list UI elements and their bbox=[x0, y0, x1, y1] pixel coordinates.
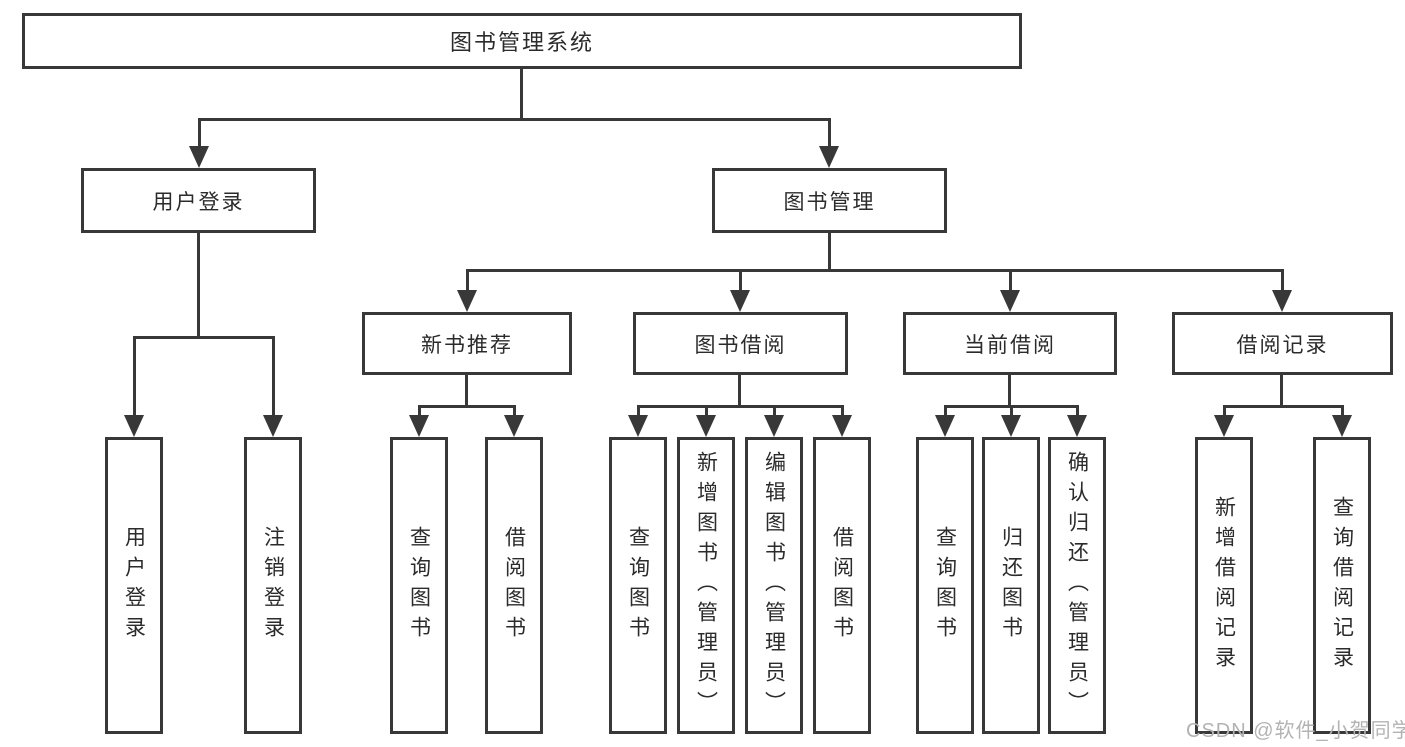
node-borrow-records: 借阅记录 bbox=[1172, 312, 1393, 375]
arrow-to-leaf-query-borrow-record bbox=[1332, 405, 1352, 437]
arrow-to-leaf-logout bbox=[263, 336, 283, 437]
arrow-to-new-book-recommend bbox=[457, 269, 477, 312]
edge-new-book-recommend-hline bbox=[418, 405, 516, 408]
leaf-borrow-books-borrow: 借阅图书 bbox=[813, 437, 871, 734]
leaf-add-borrow-record-label: 新增借阅记录 bbox=[1212, 495, 1236, 676]
edge-borrow-records-stem bbox=[1280, 375, 1283, 405]
leaf-logout-label: 注销登录 bbox=[261, 525, 285, 646]
leaf-borrow-books-recommend: 借阅图书 bbox=[485, 437, 543, 734]
node-book-management-label: 图书管理 bbox=[783, 190, 876, 214]
arrow-to-leaf-query-books-recommend bbox=[409, 405, 429, 437]
arrow-to-book-management bbox=[819, 118, 839, 168]
watermark-text: CSDN @软件_小贺同学 bbox=[1186, 720, 1405, 742]
arrow-to-leaf-query-books-borrow bbox=[628, 405, 648, 437]
node-current-borrow: 当前借阅 bbox=[903, 312, 1117, 375]
arrow-to-book-borrow bbox=[730, 269, 750, 312]
arrow-to-user-login bbox=[189, 118, 209, 168]
leaf-user-login-label: 用户登录 bbox=[122, 525, 146, 646]
arrow-to-leaf-return-books bbox=[1001, 405, 1021, 437]
leaf-query-books-current-label: 查询图书 bbox=[933, 525, 957, 646]
leaf-query-books-borrow-label: 查询图书 bbox=[626, 525, 650, 646]
leaf-query-books-recommend-label: 查询图书 bbox=[407, 525, 431, 646]
leaf-add-borrow-record: 新增借阅记录 bbox=[1195, 437, 1253, 734]
edge-borrow-records-hline bbox=[1223, 405, 1344, 408]
edge-root-hline bbox=[198, 118, 831, 121]
leaf-logout: 注销登录 bbox=[244, 437, 302, 734]
node-new-book-recommend-label: 新书推荐 bbox=[421, 333, 513, 357]
node-user-login: 用户登录 bbox=[81, 168, 316, 233]
leaf-borrow-books-borrow-label: 借阅图书 bbox=[830, 525, 854, 646]
node-library-management-system: 图书管理系统 bbox=[22, 13, 1022, 69]
arrow-to-current-borrow bbox=[1000, 269, 1020, 312]
leaf-edit-books-admin: 编辑图书（管理员） bbox=[745, 437, 803, 734]
leaf-query-books-borrow: 查询图书 bbox=[609, 437, 667, 734]
leaf-edit-books-admin-label: 编辑图书（管理员） bbox=[762, 450, 786, 721]
node-current-borrow-label: 当前借阅 bbox=[964, 333, 1056, 357]
edge-book-management-hline bbox=[466, 269, 1284, 272]
leaf-query-borrow-record-label: 查询借阅记录 bbox=[1330, 495, 1354, 676]
leaf-add-books-admin: 新增图书（管理员） bbox=[677, 437, 735, 734]
node-library-management-system-label: 图书管理系统 bbox=[449, 30, 594, 55]
leaf-query-books-current: 查询图书 bbox=[916, 437, 974, 734]
leaf-add-books-admin-label: 新增图书（管理员） bbox=[694, 450, 718, 721]
edge-book-borrow-stem bbox=[738, 375, 741, 405]
leaf-user-login: 用户登录 bbox=[105, 437, 163, 734]
arrow-to-leaf-add-borrow-record bbox=[1214, 405, 1234, 437]
arrow-to-leaf-confirm-return-admin bbox=[1067, 405, 1087, 437]
edge-user-login-stem bbox=[197, 233, 200, 336]
leaf-borrow-books-recommend-label: 借阅图书 bbox=[502, 525, 526, 646]
node-new-book-recommend: 新书推荐 bbox=[362, 312, 572, 375]
node-book-borrow-label: 图书借阅 bbox=[694, 333, 787, 357]
arrow-to-leaf-add-books-admin bbox=[696, 405, 716, 437]
arrow-to-leaf-query-books-current bbox=[935, 405, 955, 437]
node-book-management: 图书管理 bbox=[712, 168, 947, 233]
leaf-return-books: 归还图书 bbox=[982, 437, 1040, 734]
arrow-to-leaf-user-login bbox=[124, 336, 144, 437]
edge-new-book-recommend-stem bbox=[465, 375, 468, 405]
node-book-borrow: 图书借阅 bbox=[633, 312, 848, 375]
leaf-confirm-return-admin-label: 确认归还（管理员） bbox=[1065, 450, 1089, 721]
node-borrow-records-label: 借阅记录 bbox=[1236, 333, 1329, 357]
arrow-to-leaf-borrow-books-borrow bbox=[832, 405, 852, 437]
leaf-confirm-return-admin: 确认归还（管理员） bbox=[1048, 437, 1106, 734]
arrow-to-leaf-borrow-books-recommend bbox=[504, 405, 524, 437]
node-user-login-label: 用户登录 bbox=[152, 190, 245, 214]
arrow-to-leaf-edit-books-admin bbox=[764, 405, 784, 437]
edge-user-login-hline bbox=[133, 336, 275, 339]
edge-book-borrow-hline bbox=[637, 405, 844, 408]
arrow-to-borrow-records bbox=[1272, 269, 1292, 312]
edge-book-management-stem bbox=[828, 233, 831, 269]
leaf-return-books-label: 归还图书 bbox=[999, 525, 1023, 646]
leaf-query-books-recommend: 查询图书 bbox=[390, 437, 448, 734]
leaf-query-borrow-record: 查询借阅记录 bbox=[1313, 437, 1371, 734]
edge-root-stem bbox=[520, 69, 523, 118]
edge-current-borrow-stem bbox=[1008, 375, 1011, 405]
